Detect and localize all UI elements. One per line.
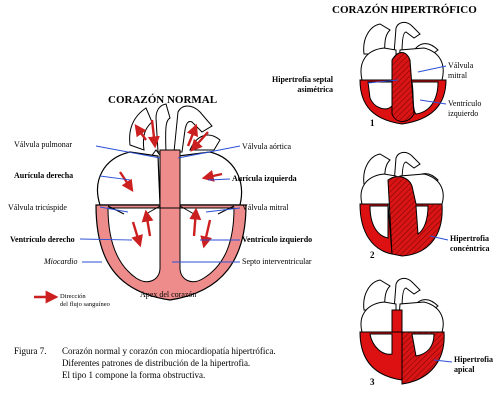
legend-text: Dirección del flujo sanguíneo xyxy=(60,293,110,308)
label-ventriculo-derecho: Ventrículo derecho xyxy=(10,235,75,244)
hypertrophic-title: CORAZÓN HIPERTRÓFICO xyxy=(332,4,477,16)
h1-valvula-mitral: Válvula mitral xyxy=(448,61,474,80)
h1-label: Hipertrofia septal asimétrica xyxy=(272,75,333,94)
normal-heart-pointers xyxy=(79,145,241,263)
caption-figure-number: Figura 7. xyxy=(14,346,47,356)
h2-number: 2 xyxy=(370,250,375,260)
label-valvula-tricuspide: Válvula tricúspide xyxy=(8,203,67,212)
caption-text: Corazón normal y corazón con miocardiopa… xyxy=(62,346,276,380)
h3-number: 3 xyxy=(370,377,375,387)
label-valvula-mitral: Válvula mitral xyxy=(242,203,289,212)
label-apex: Apex del corazón xyxy=(140,290,197,299)
label-septo-interventricular: Septo interventricular xyxy=(242,257,312,266)
h2-label: Hipertrofia concéntrica xyxy=(450,234,490,253)
h3-label: Hipertrofia apical xyxy=(454,355,493,374)
h1-number: 1 xyxy=(370,118,375,128)
label-auricula-izquierda: Aurícula izquierda xyxy=(232,174,297,183)
normal-heart-title: CORAZÓN NORMAL xyxy=(108,94,218,106)
label-miocardio: Miocardio xyxy=(44,257,78,266)
label-auricula-derecha: Aurícula derecha xyxy=(14,171,74,180)
hypertrophic-2-pointers xyxy=(429,235,449,241)
label-valvula-aortica: Válvula aórtica xyxy=(242,142,292,151)
hypertrophic-3-pointers xyxy=(433,359,453,363)
normal-heart-diagram xyxy=(95,103,247,301)
h1-ventriculo-izquierdo: Ventrículo izquierdo xyxy=(448,99,482,118)
hypertrophic-heart-2 xyxy=(359,151,444,257)
label-valvula-pulmonar: Válvula pulmonar xyxy=(14,140,72,149)
hypertrophic-heart-1 xyxy=(359,21,447,125)
hypertrophic-1-pointers xyxy=(367,65,447,105)
label-ventriculo-izquierdo: Ventrículo izquierdo xyxy=(242,235,313,244)
hypertrophic-heart-3 xyxy=(359,277,445,385)
